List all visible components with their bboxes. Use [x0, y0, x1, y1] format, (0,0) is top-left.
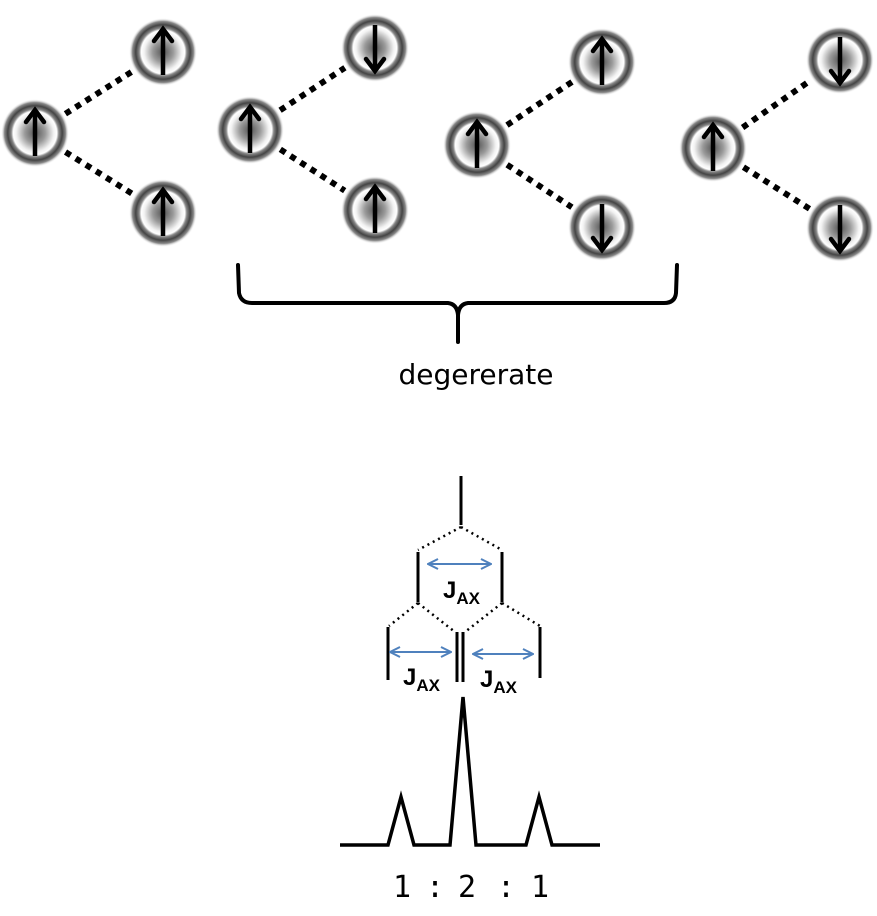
nucleus-sphere — [1, 99, 69, 167]
nucleus-sphere — [443, 111, 511, 179]
ratio-value: 1 — [393, 870, 411, 905]
arrow-up-icon — [701, 121, 725, 171]
tree-branch-dotted — [460, 525, 503, 552]
coupling-bond-dotted — [505, 79, 574, 128]
spin-configuration — [443, 28, 636, 261]
ratio-separator: : — [497, 870, 515, 905]
arrow-up-icon — [151, 25, 175, 75]
coupling-constant-label: JAX — [443, 577, 481, 608]
arrow-down-icon — [828, 37, 852, 87]
coupling-bond-dotted — [505, 162, 574, 210]
tree-branch-dotted — [417, 602, 456, 633]
coupling-bond-dotted — [741, 164, 812, 212]
nucleus-sphere — [341, 14, 409, 82]
triplet-spectrum — [340, 696, 600, 847]
arrow-up-icon — [238, 103, 262, 153]
arrow-up-icon — [363, 183, 387, 233]
degenerate-brace — [236, 263, 679, 344]
degenerate-label: degererate — [399, 358, 554, 391]
nucleus-sphere — [568, 28, 636, 96]
nucleus-sphere — [216, 96, 284, 164]
arrow-up-icon — [590, 35, 614, 85]
coupling-constant-label: JAX — [403, 664, 441, 695]
coupling-constant-label: JAX — [480, 666, 518, 697]
tree-branch-dotted — [388, 602, 419, 627]
arrow-up-icon — [465, 118, 489, 168]
nucleus-sphere — [129, 179, 197, 247]
spin-configuration — [679, 26, 874, 262]
coupling-bond-dotted — [740, 78, 813, 130]
coupling-bond-dotted — [63, 68, 135, 117]
coupling-bond-dotted — [278, 65, 347, 113]
coupling-bond-dotted — [63, 149, 135, 197]
arrow-down-icon — [828, 205, 852, 255]
spin-configurations — [1, 14, 874, 262]
arrow-up-icon — [23, 106, 47, 156]
tree-branch-dotted — [417, 525, 462, 552]
nucleus-sphere — [341, 176, 409, 244]
ratio-separator: : — [426, 870, 444, 905]
spin-configuration — [1, 18, 197, 247]
nucleus-sphere — [568, 193, 636, 261]
arrow-down-icon — [363, 25, 387, 75]
nucleus-sphere — [806, 194, 874, 262]
nucleus-sphere — [806, 26, 874, 94]
arrow-down-icon — [590, 204, 614, 254]
nucleus-sphere — [679, 114, 747, 182]
spin-configuration — [216, 14, 409, 244]
tree-branch-dotted — [464, 602, 503, 633]
ratio-value: 2 — [458, 870, 476, 905]
nucleus-sphere — [129, 18, 197, 86]
tree-branch-dotted — [501, 601, 541, 628]
splitting-tree: JAX JAX JAX — [386, 476, 542, 697]
arrow-up-icon — [151, 186, 175, 236]
intensity-ratio: 1 : 2 : 1 — [393, 870, 549, 905]
coupling-bond-dotted — [278, 146, 347, 194]
ratio-value: 1 — [531, 870, 549, 905]
